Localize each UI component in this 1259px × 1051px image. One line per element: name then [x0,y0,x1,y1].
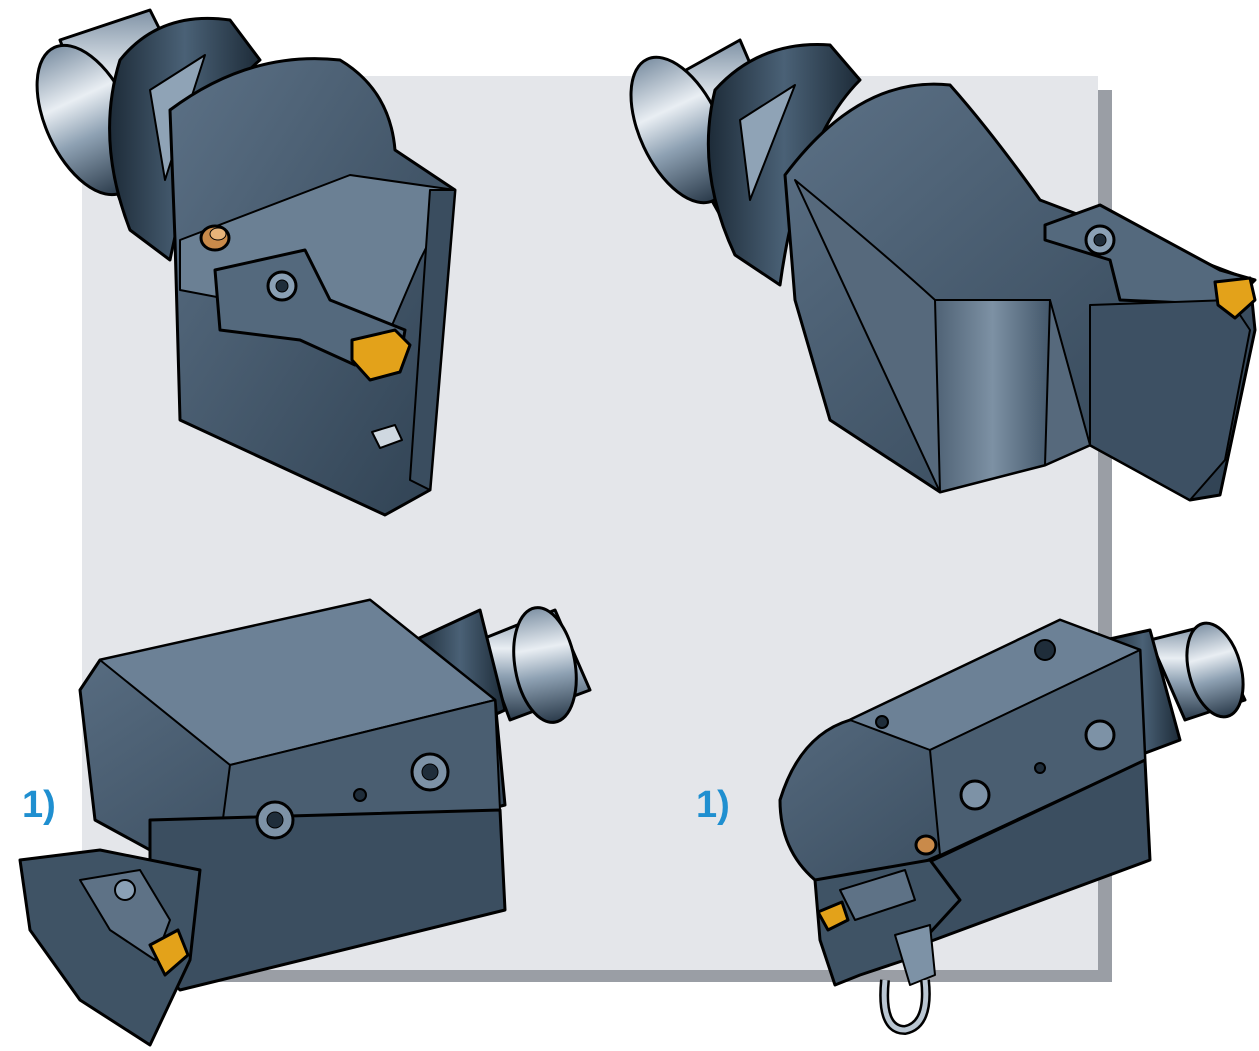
footnote-marker-left: 1) [22,784,56,826]
brass-pin-icon [914,834,938,856]
cutting-insert-icon [148,928,190,977]
hex-screw-icon [1084,719,1116,751]
footnote-marker-right: 1) [696,784,730,826]
tool-holder-bottom-left [18,598,592,1047]
tool-holder-top-right [629,38,1257,502]
hole-icon [1034,639,1056,661]
hex-screw-icon [959,779,991,811]
tool-holder-bottom-right [778,618,1247,1035]
tool-holder-top-left [35,8,457,517]
hole-icon [1034,762,1046,774]
cutting-insert-icon [1213,276,1257,320]
hole-icon [353,788,367,802]
holder-base [148,808,507,992]
cutting-insert-icon [350,328,412,382]
hole-icon [875,715,889,729]
cutting-insert-icon [816,900,850,932]
coolant-connector [894,924,936,986]
